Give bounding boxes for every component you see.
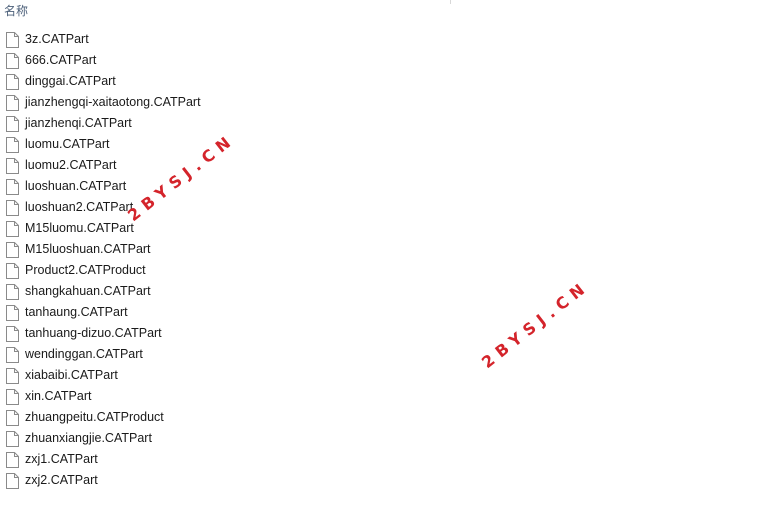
file-row[interactable]: dinggai.CATPart xyxy=(6,71,306,92)
file-icon xyxy=(6,94,19,111)
file-icon xyxy=(6,367,19,384)
file-row[interactable]: M15luoshuan.CATPart xyxy=(6,239,306,260)
file-row[interactable]: Product2.CATProduct xyxy=(6,260,306,281)
file-row[interactable]: 666.CATPart xyxy=(6,50,306,71)
file-row[interactable]: M15luomu.CATPart xyxy=(6,218,306,239)
file-row[interactable]: xin.CATPart xyxy=(6,386,306,407)
file-name: dinggai.CATPart xyxy=(25,74,116,88)
watermark: 2BYSJ.CN xyxy=(478,276,593,372)
name-column-header[interactable]: 名称 xyxy=(4,4,29,18)
file-icon xyxy=(6,136,19,153)
column-divider xyxy=(450,0,451,4)
file-row[interactable]: zxj2.CATPart xyxy=(6,470,306,491)
file-row[interactable]: luoshuan.CATPart xyxy=(6,176,306,197)
file-name: tanhaung.CATPart xyxy=(25,305,128,319)
file-name: wendinggan.CATPart xyxy=(25,347,143,361)
file-name: luoshuan2.CATPart xyxy=(25,200,134,214)
file-name: M15luoshuan.CATPart xyxy=(25,242,151,256)
file-icon xyxy=(6,52,19,69)
file-name: xin.CATPart xyxy=(25,389,92,403)
file-icon xyxy=(6,325,19,342)
file-icon xyxy=(6,409,19,426)
file-name: shangkahuan.CATPart xyxy=(25,284,151,298)
file-row[interactable]: tanhuang-dizuo.CATPart xyxy=(6,323,306,344)
file-icon xyxy=(6,157,19,174)
file-name: zhuanxiangjie.CATPart xyxy=(25,431,152,445)
file-row[interactable]: luoshuan2.CATPart xyxy=(6,197,306,218)
file-name: luomu2.CATPart xyxy=(25,158,117,172)
file-icon xyxy=(6,241,19,258)
file-icon xyxy=(6,115,19,132)
file-row[interactable]: wendinggan.CATPart xyxy=(6,344,306,365)
file-row[interactable]: zxj1.CATPart xyxy=(6,449,306,470)
file-row[interactable]: jianzhenqi.CATPart xyxy=(6,113,306,134)
file-icon xyxy=(6,31,19,48)
file-list: 3z.CATPart 666.CATPart dinggai.CATPart jian… xyxy=(6,29,306,491)
file-name: 666.CATPart xyxy=(25,53,97,67)
file-row[interactable]: jianzhengqi-xaitaotong.CATPart xyxy=(6,92,306,113)
file-icon xyxy=(6,220,19,237)
file-icon xyxy=(6,472,19,489)
file-name: 3z.CATPart xyxy=(25,32,89,46)
file-row[interactable]: shangkahuan.CATPart xyxy=(6,281,306,302)
file-name: xiabaibi.CATPart xyxy=(25,368,118,382)
file-name: jianzhengqi-xaitaotong.CATPart xyxy=(25,95,201,109)
file-icon xyxy=(6,262,19,279)
file-name: M15luomu.CATPart xyxy=(25,221,134,235)
file-row[interactable]: zhuanxiangjie.CATPart xyxy=(6,428,306,449)
file-icon xyxy=(6,199,19,216)
file-icon xyxy=(6,451,19,468)
file-icon xyxy=(6,304,19,321)
file-name: luoshuan.CATPart xyxy=(25,179,127,193)
file-icon xyxy=(6,178,19,195)
file-name: zxj2.CATPart xyxy=(25,473,98,487)
file-name: zhuangpeitu.CATProduct xyxy=(25,410,164,424)
file-icon xyxy=(6,346,19,363)
file-row[interactable]: 3z.CATPart xyxy=(6,29,306,50)
file-icon xyxy=(6,73,19,90)
file-name: tanhuang-dizuo.CATPart xyxy=(25,326,162,340)
file-row[interactable]: tanhaung.CATPart xyxy=(6,302,306,323)
file-icon xyxy=(6,388,19,405)
file-name: jianzhenqi.CATPart xyxy=(25,116,132,130)
file-row[interactable]: xiabaibi.CATPart xyxy=(6,365,306,386)
file-icon xyxy=(6,283,19,300)
file-row[interactable]: luomu.CATPart xyxy=(6,134,306,155)
file-name: zxj1.CATPart xyxy=(25,452,98,466)
file-icon xyxy=(6,430,19,447)
file-row[interactable]: zhuangpeitu.CATProduct xyxy=(6,407,306,428)
file-row[interactable]: luomu2.CATPart xyxy=(6,155,306,176)
file-name: Product2.CATProduct xyxy=(25,263,146,277)
file-name: luomu.CATPart xyxy=(25,137,110,151)
